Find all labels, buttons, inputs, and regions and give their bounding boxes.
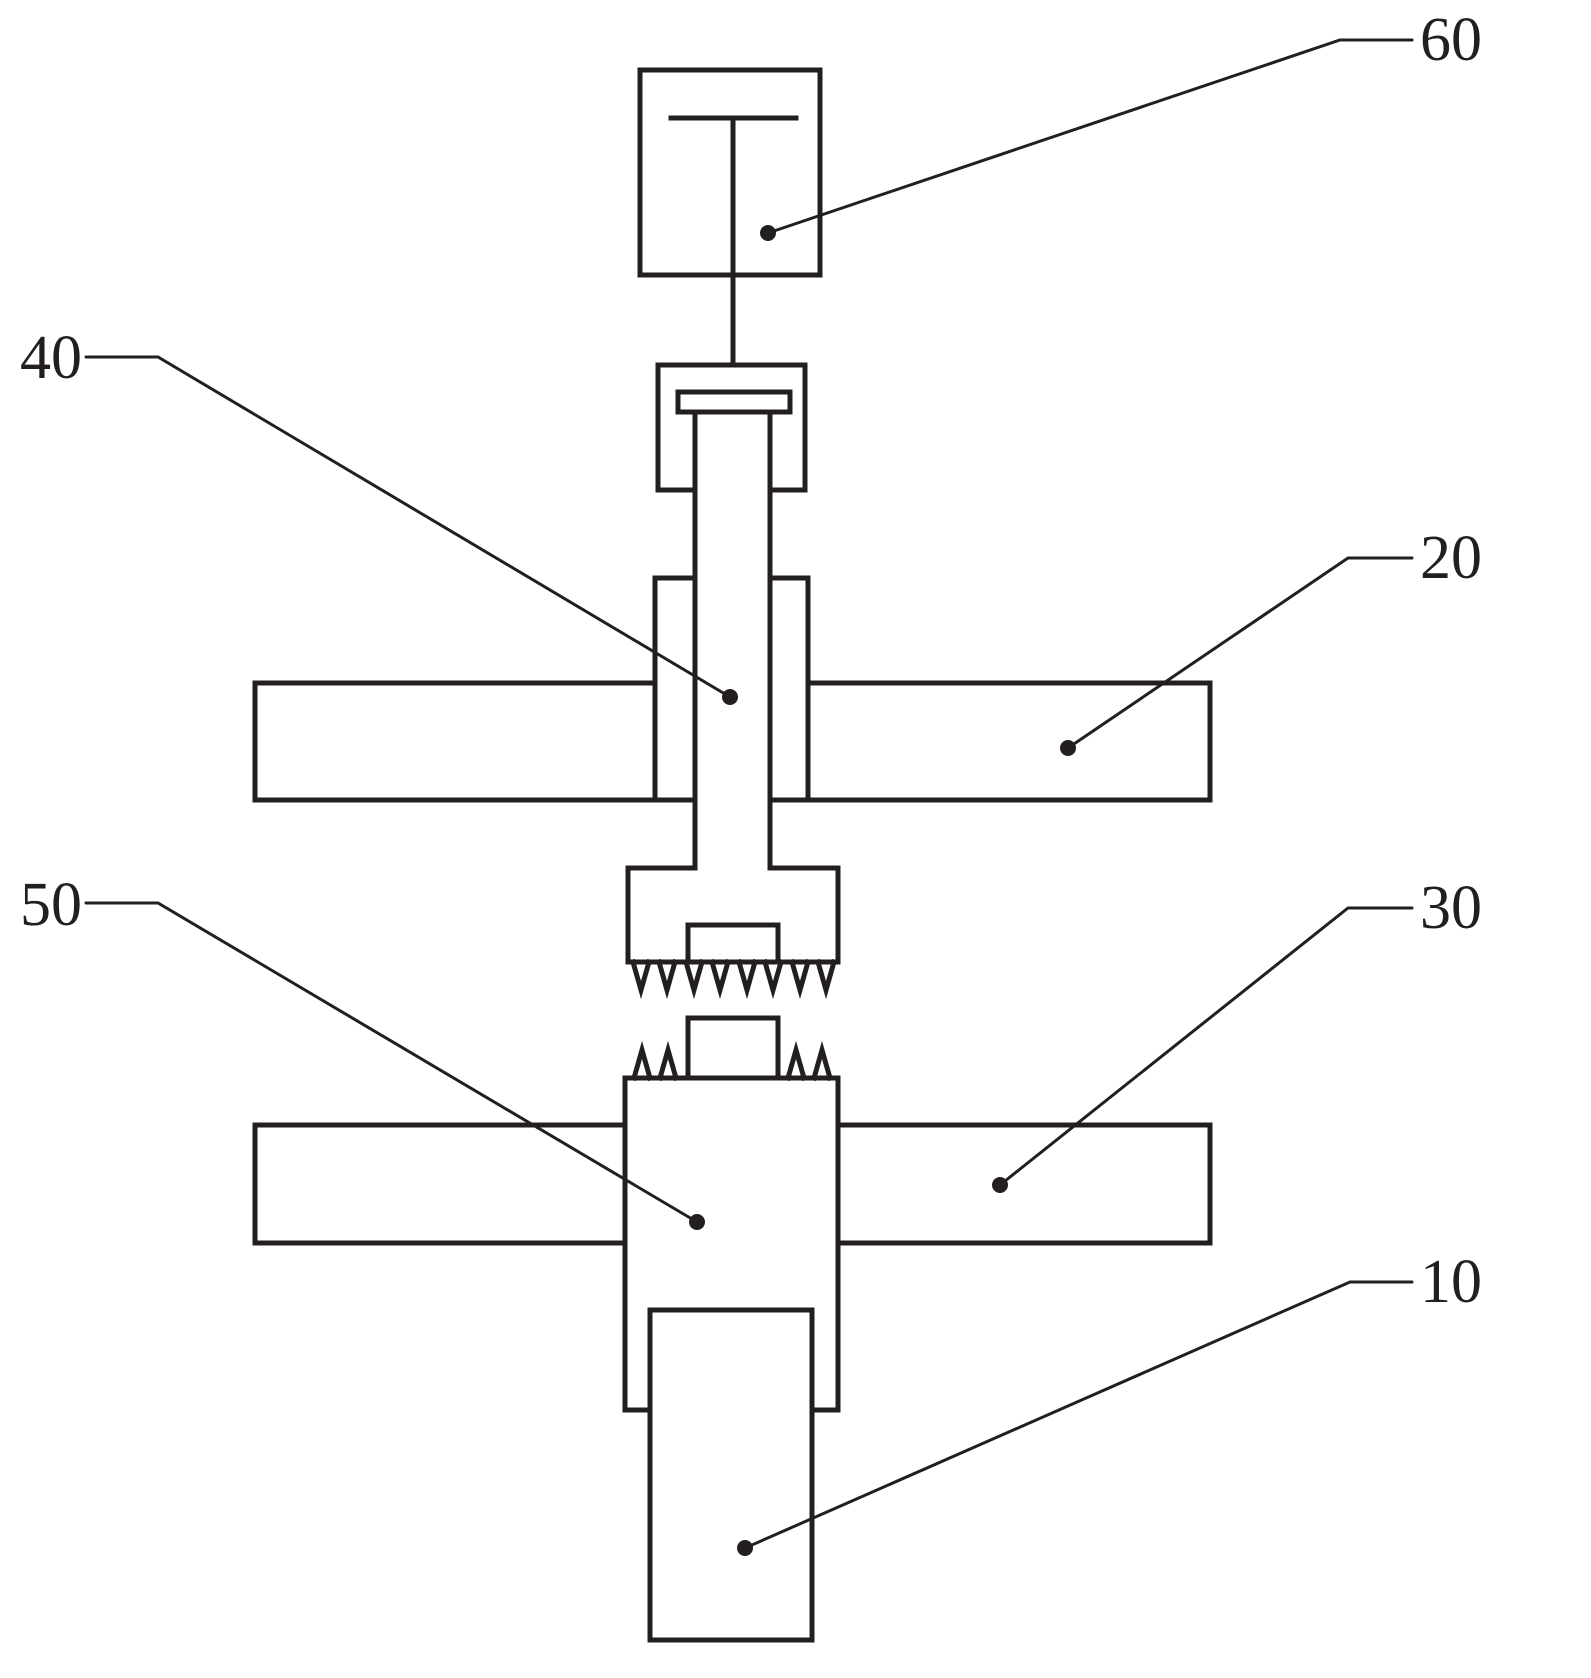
leader-line-50 <box>84 901 699 1224</box>
leader-dot-50 <box>689 1214 705 1230</box>
part-label-30: 30 <box>1420 874 1482 942</box>
coupling-collar <box>655 362 808 493</box>
part-60-top-block <box>637 67 823 368</box>
callout-40: 40 <box>20 324 738 705</box>
upper-bearing-block <box>652 575 811 803</box>
leader-dot-10 <box>737 1540 753 1556</box>
part-30-lower-arm <box>252 1122 1213 1246</box>
leader-line-10 <box>743 1280 1414 1550</box>
part-label-60: 60 <box>1420 6 1482 74</box>
part-20-upper-arm <box>252 680 1213 803</box>
lower-teeth <box>630 1040 834 1082</box>
callout-20: 20 <box>1060 524 1482 756</box>
leader-line-40 <box>84 355 732 699</box>
part-label-40: 40 <box>20 324 82 392</box>
part-10-base-column <box>647 1307 815 1643</box>
leader-dot-60 <box>760 225 776 241</box>
callout-60: 60 <box>760 6 1482 241</box>
leader-dot-30 <box>992 1177 1008 1193</box>
part-label-20: 20 <box>1420 524 1482 592</box>
upper-teeth <box>629 958 838 1000</box>
part-label-50: 50 <box>20 871 82 939</box>
part-label-10: 10 <box>1420 1248 1482 1316</box>
leader-dot-40 <box>722 689 738 705</box>
upper-clutch-head <box>625 865 841 1000</box>
leader-line-20 <box>1066 556 1414 750</box>
lower-clutch-head <box>630 1015 834 1082</box>
callout-50: 50 <box>20 871 705 1230</box>
leader-line-30 <box>998 906 1414 1187</box>
callout-10: 10 <box>737 1248 1482 1556</box>
callout-30: 30 <box>992 874 1482 1193</box>
part-50-lower-block <box>622 1075 841 1413</box>
leader-line-60 <box>766 38 1414 235</box>
part-40-shaft <box>692 409 773 871</box>
leader-dot-20 <box>1060 740 1076 756</box>
